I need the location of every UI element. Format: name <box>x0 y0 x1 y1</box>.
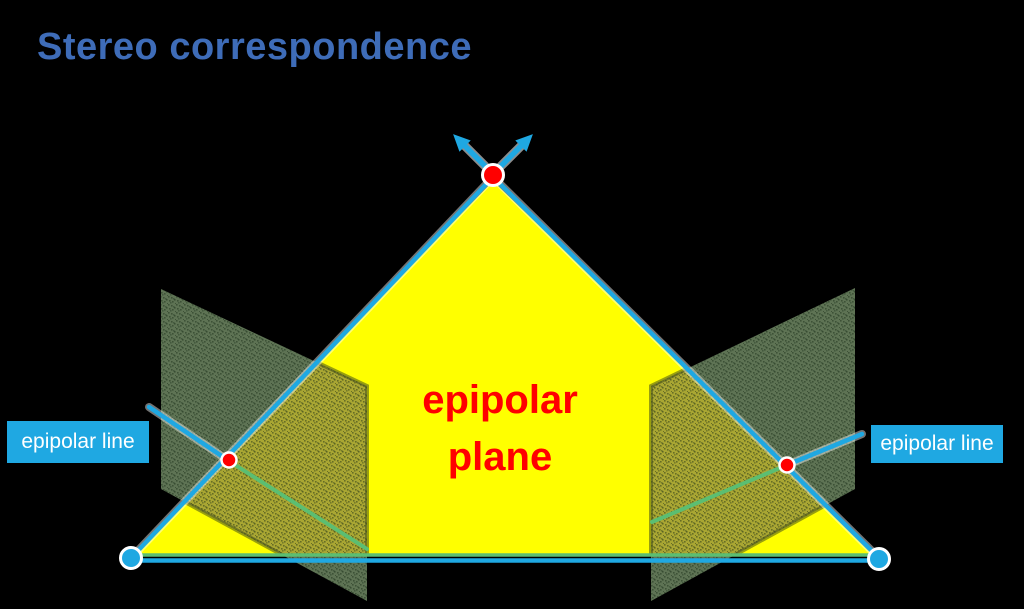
left-epipolar-line-label: epipolar line <box>7 421 149 463</box>
left-epipolar-line-label-text: epipolar line <box>21 430 135 453</box>
triangle-left-edge <box>127 173 497 562</box>
epipolar-plane-label-line2: plane <box>447 435 553 479</box>
left-camera-center-dot <box>119 546 143 570</box>
slide-title: Stereo correspondence <box>37 26 472 68</box>
right-image-point-dot <box>778 456 796 474</box>
triangle-right-edge <box>489 173 883 562</box>
left-epipolar-line-segment <box>145 403 233 465</box>
right-camera-center-dot <box>867 547 891 571</box>
right-image-plane-texture <box>651 288 855 601</box>
right-image-plane <box>649 284 857 601</box>
epipolar-plane-label: epipolar plane <box>360 372 640 486</box>
left-epipolar-green-segment <box>227 459 369 551</box>
epipolar-plane-label-line1: epipolar <box>422 378 578 422</box>
world-point-dot <box>481 163 505 187</box>
right-epipolar-line-label-text: epipolar line <box>880 432 994 455</box>
right-epipolar-line-segment <box>783 430 866 469</box>
right-epipolar-green-segment <box>650 463 789 524</box>
left-ray-arrow <box>453 134 490 171</box>
right-epipolar-line-label: epipolar line <box>871 425 1003 463</box>
left-image-point-dot <box>220 451 238 469</box>
right-ray-arrow <box>496 134 533 171</box>
